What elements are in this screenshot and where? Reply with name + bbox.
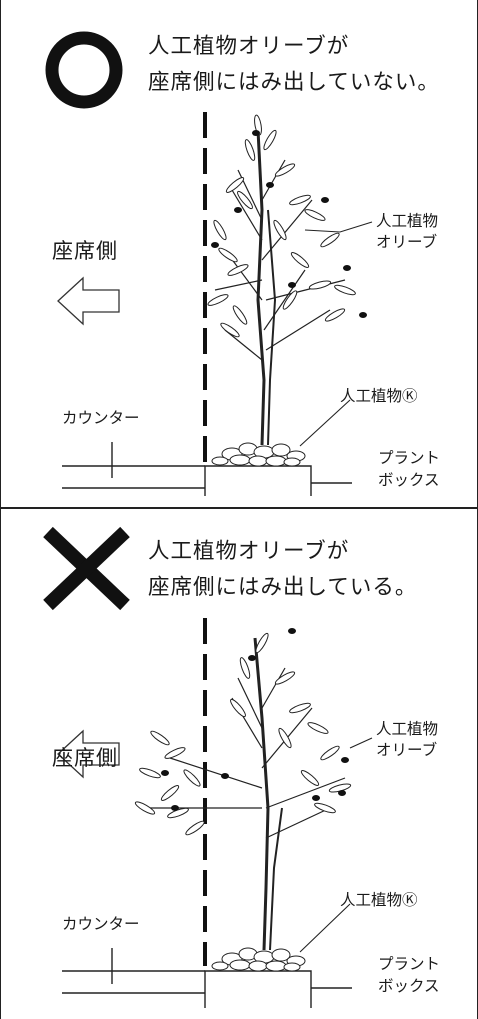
olive-fruits bbox=[161, 628, 349, 811]
circle-ok-icon bbox=[45, 31, 123, 109]
box-label-1: プラント bbox=[378, 449, 441, 467]
plant-label-2: オリーブ bbox=[376, 741, 438, 759]
counter-shape bbox=[62, 948, 205, 994]
olive-tree-illustration bbox=[207, 114, 367, 446]
plant-label-1: 人工植物 bbox=[376, 212, 439, 230]
cross-ng-icon bbox=[43, 526, 130, 611]
headline-line-2: 座席側にはみ出していない。 bbox=[148, 70, 440, 95]
headline-line-1: 人工植物オリーブが bbox=[148, 539, 350, 564]
box-label-2: ボックス bbox=[378, 977, 440, 995]
leader-lines bbox=[299, 221, 373, 447]
olive-tree-illustration bbox=[134, 628, 352, 951]
seat-side-label: 座席側 bbox=[52, 746, 118, 770]
counter-shape bbox=[62, 442, 205, 489]
base-plant-label: 人工植物Ⓚ bbox=[340, 891, 418, 909]
leader-lines bbox=[299, 737, 373, 953]
seat-side-label: 座席側 bbox=[52, 239, 118, 263]
panel-ng-example: 人工植物オリーブが 座席側にはみ出している。 座席側 人工植物 オリーブ 人工植… bbox=[0, 508, 478, 1019]
counter-label: カウンター bbox=[62, 915, 140, 933]
arrow-left-icon bbox=[57, 276, 120, 326]
base-plant-label: 人工植物Ⓚ bbox=[340, 387, 418, 405]
plant-label-2: オリーブ bbox=[376, 233, 438, 251]
plant-box-shape bbox=[204, 970, 352, 1008]
olive-fruits bbox=[211, 130, 367, 318]
panel-ok-example: 人工植物オリーブが 座席側にはみ出していない。 座席側 人工植物 オリーブ 人工… bbox=[0, 0, 478, 507]
box-label-2: ボックス bbox=[378, 471, 440, 489]
plant-base-moss bbox=[211, 947, 306, 972]
box-label-1: プラント bbox=[378, 955, 441, 973]
panel-divider bbox=[0, 507, 478, 509]
headline-line-1: 人工植物オリーブが bbox=[148, 34, 350, 59]
ng-illustration bbox=[43, 526, 373, 1008]
plant-label-1: 人工植物 bbox=[376, 720, 439, 738]
headline-line-2: 座席側にはみ出している。 bbox=[148, 575, 418, 600]
arrow-left-icon bbox=[57, 729, 120, 779]
ok-illustration bbox=[45, 31, 373, 496]
plant-box-shape bbox=[204, 465, 352, 496]
counter-label: カウンター bbox=[62, 409, 140, 427]
plant-base-moss bbox=[211, 442, 306, 467]
